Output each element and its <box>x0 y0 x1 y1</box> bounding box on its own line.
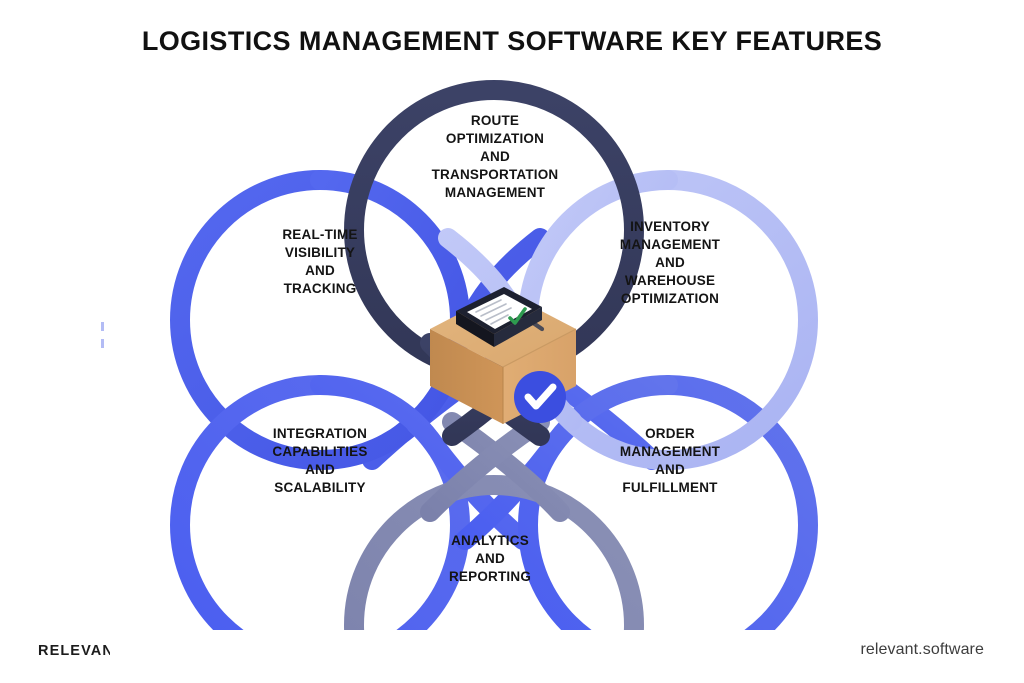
radial-loop-diagram: ROUTE OPTIMIZATION AND TRANSPORTATION MA… <box>0 60 1024 630</box>
footer-website-url: relevant.software <box>860 641 984 658</box>
verified-check-badge-icon <box>514 371 566 423</box>
footer-brand-wordmark: RELEVANT <box>38 643 110 659</box>
clipboard-document-icon <box>456 287 542 347</box>
green-check-icon <box>508 307 527 325</box>
package-box-with-clipboard-icon <box>418 285 588 430</box>
loop-order[interactable] <box>455 375 819 630</box>
page-title: LOGISTICS MANAGEMENT SOFTWARE KEY FEATUR… <box>141 26 883 56</box>
